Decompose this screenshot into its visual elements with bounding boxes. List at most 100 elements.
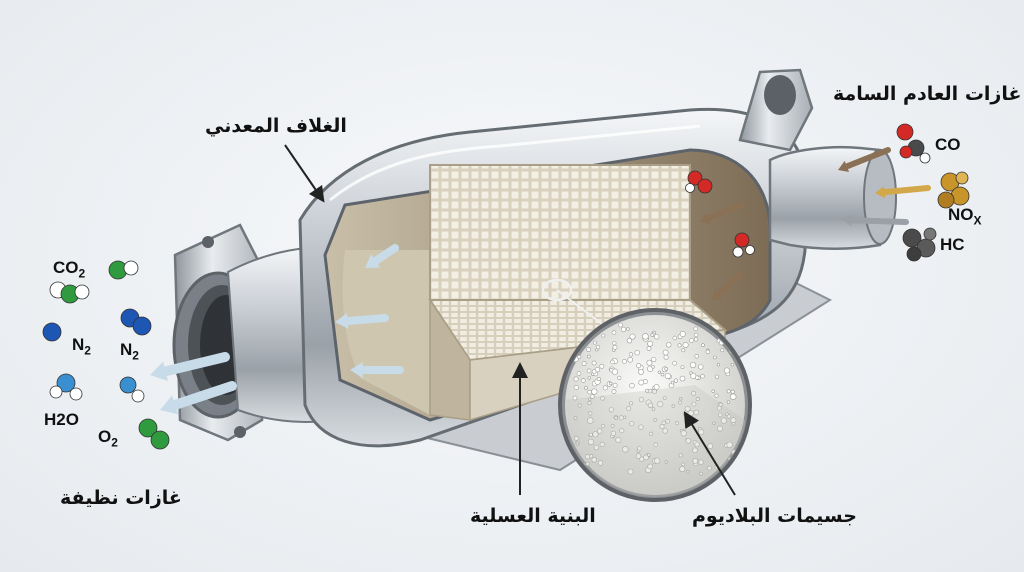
palladium-particle xyxy=(650,333,655,337)
palladium-particle xyxy=(654,457,661,464)
palladium-particle xyxy=(659,423,665,429)
n2-formula-left: N2 xyxy=(72,335,91,358)
palladium-particle xyxy=(653,384,660,390)
palladium-particle xyxy=(590,394,595,400)
palladium-particle xyxy=(593,444,600,451)
outflow-arrow xyxy=(160,381,237,415)
water-molecule-icon xyxy=(119,376,145,403)
palladium-particle xyxy=(720,348,725,353)
palladium-particle xyxy=(692,458,699,464)
palladium-particle xyxy=(691,390,697,396)
h2o-molecule-icon xyxy=(49,373,83,401)
hc-molecule-icon xyxy=(902,227,937,262)
palladium-particle xyxy=(657,401,664,408)
palladium-particle xyxy=(651,365,655,369)
palladium-particle xyxy=(599,441,605,447)
metal-shell-label: الغلاف المعدني xyxy=(205,115,347,137)
palladium-particle xyxy=(610,423,615,428)
palladium-particle xyxy=(678,397,683,401)
palladium-particle xyxy=(653,442,659,448)
inlet-pipe xyxy=(738,68,897,250)
palladium-particle xyxy=(577,403,582,408)
green-molecule-icon xyxy=(108,260,139,280)
palladium-particle xyxy=(602,385,608,391)
palladium-label: جسيمات البلاديوم xyxy=(692,505,857,527)
palladium-particle xyxy=(634,349,640,356)
inflow-arrow xyxy=(712,272,743,300)
palladium-magnifier xyxy=(558,308,752,502)
palladium-particle xyxy=(662,396,667,401)
internal-flow-arrow xyxy=(335,313,389,329)
palladium-particle xyxy=(720,417,727,424)
palladium-particle xyxy=(587,389,592,395)
palladium-particle xyxy=(692,447,698,454)
palladium-particle xyxy=(678,453,683,458)
palladium-particle xyxy=(701,343,705,347)
palladium-particle xyxy=(588,397,592,401)
palladium-particle xyxy=(646,453,651,457)
palladium-particle xyxy=(591,388,598,395)
palladium-particle xyxy=(591,360,597,366)
n2-formula-right: N2 xyxy=(120,340,139,363)
palladium-particle xyxy=(586,347,591,352)
shell-pointer xyxy=(284,144,325,203)
palladium-particle xyxy=(626,338,633,344)
palladium-particle xyxy=(596,376,601,381)
palladium-particle xyxy=(589,454,594,459)
n2-molecule-icon xyxy=(42,322,62,342)
palladium-particle xyxy=(705,349,710,354)
palladium-particle xyxy=(591,457,597,463)
palladium-particle xyxy=(610,359,615,365)
palladium-particle xyxy=(647,463,654,470)
palladium-particle xyxy=(601,333,606,338)
palladium-particle xyxy=(647,388,653,394)
palladium-particle xyxy=(611,330,617,335)
palladium-particle xyxy=(577,354,582,359)
palladium-particle xyxy=(626,405,632,411)
palladium-particle xyxy=(628,401,633,406)
palladium-particle xyxy=(672,360,677,366)
palladium-particle xyxy=(679,375,686,382)
palladium-particle xyxy=(723,367,730,374)
palladium-particle xyxy=(587,417,594,424)
palladium-particle xyxy=(712,421,716,425)
palladium-particle xyxy=(596,428,603,434)
palladium-particle xyxy=(586,368,592,374)
palladium-particle xyxy=(707,443,714,450)
magnify-source xyxy=(541,278,573,302)
palladium-particle xyxy=(662,349,669,356)
palladium-particle xyxy=(689,361,697,369)
palladium-particle xyxy=(664,460,668,464)
palladium-particle xyxy=(716,363,721,367)
hc-formula: HC xyxy=(940,235,965,254)
palladium-particle xyxy=(689,371,693,375)
palladium-particle xyxy=(629,333,636,340)
palladium-particle xyxy=(615,436,622,443)
palladium-particle xyxy=(642,333,649,340)
palladium-particle xyxy=(620,326,627,333)
palladium-particle xyxy=(649,431,654,436)
palladium-particle xyxy=(662,428,668,434)
palladium-particle xyxy=(675,421,679,426)
palladium-particle xyxy=(686,470,690,474)
palladium-particle xyxy=(698,428,705,435)
palladium-particle xyxy=(587,438,595,446)
palladium-particle xyxy=(638,396,645,403)
palladium-particle xyxy=(588,432,593,437)
palladium-particle xyxy=(597,460,604,466)
palladium-particle xyxy=(689,338,694,343)
palladium-particle xyxy=(638,379,645,386)
palladium-particle xyxy=(681,348,686,353)
palladium-particle xyxy=(586,354,591,359)
palladium-particle xyxy=(628,352,634,357)
palladium-particle xyxy=(657,370,662,374)
internal-flow-arrow xyxy=(350,362,404,378)
h2o-formula: H2O xyxy=(44,410,79,429)
palladium-particle xyxy=(637,446,642,451)
palladium-particle xyxy=(672,335,677,341)
honeycomb-label: البنية العسلية xyxy=(470,505,596,527)
inflow-arrow xyxy=(842,214,909,227)
n2-molecule-icon xyxy=(120,308,152,336)
palladium-particle xyxy=(712,355,717,360)
